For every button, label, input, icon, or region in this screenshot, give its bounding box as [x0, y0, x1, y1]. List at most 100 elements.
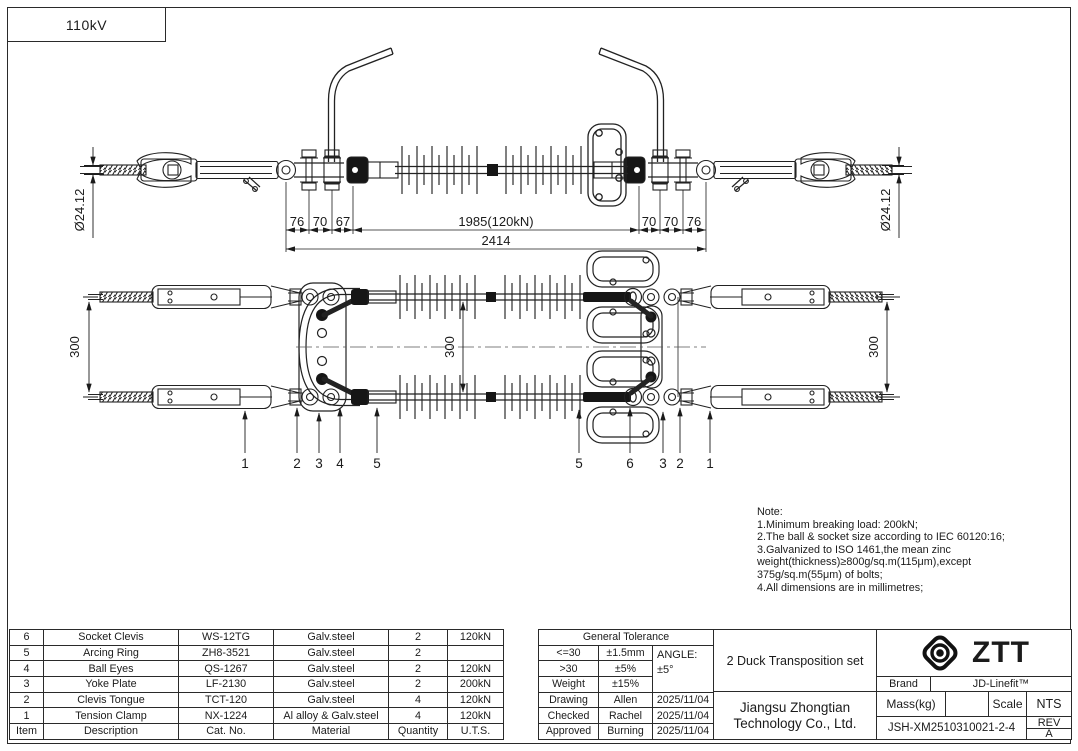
part-description: Yoke Plate — [43, 676, 179, 693]
table-row: 6 Socket Clevis WS-12TG Galv.steel 2 120… — [9, 629, 504, 646]
balloon-6-right: 6 — [626, 456, 634, 471]
tolerance-title: General Tolerance — [538, 629, 714, 646]
part-description: Tension Clamp — [43, 707, 179, 725]
table-row: 5 Arcing Ring ZH8-3521 Galv.steel 2 — [9, 644, 504, 662]
notes-block: Note: 1.Minimum breaking load: 200kN; 2.… — [757, 506, 1017, 594]
tol-value: ±5% — [598, 660, 653, 678]
col-uts: U.T.S. — [447, 723, 504, 740]
signoff-name: Burning — [598, 723, 653, 740]
col-description: Description — [43, 723, 179, 740]
ztt-logo-icon — [922, 635, 958, 671]
note-line: Note: — [757, 506, 783, 518]
dim-70-right2: 70 — [664, 214, 678, 229]
signoff-name: Rachel — [598, 707, 653, 725]
part-quantity: 2 — [388, 644, 448, 662]
part-item: 6 — [9, 629, 44, 646]
rev-value: A — [1026, 728, 1072, 740]
mass-label: Mass(kg) — [876, 691, 946, 717]
part-description: Socket Clevis — [43, 629, 179, 646]
signoff-date: 2025/11/04 — [652, 723, 714, 740]
plan-view: 300 300 300 1 2 3 4 5 5 6 3 — [67, 250, 900, 471]
part-catno: QS-1267 — [178, 660, 274, 678]
voltage-box: 110kV — [7, 7, 166, 42]
note-line: 375g/sq.m(55μm) of bolts; — [757, 568, 883, 581]
part-quantity: 2 — [388, 660, 448, 678]
tol-range: >30 — [538, 660, 599, 678]
part-item: 4 — [9, 660, 44, 678]
part-uts — [447, 644, 504, 662]
dim-67-left: 67 — [336, 214, 350, 229]
dim-span-main: 1985(120kN) — [458, 214, 533, 229]
balloon-3-right: 3 — [659, 456, 667, 471]
balloon-5-left: 5 — [373, 456, 381, 471]
col-material: Material — [273, 723, 389, 740]
tol-range: Weight — [538, 676, 599, 693]
signoff-date: 2025/11/04 — [652, 691, 714, 709]
part-uts: 120kN — [447, 691, 504, 709]
drawing-number: JSH-XM2510310021-2-4 — [876, 716, 1027, 740]
logo-text: ZTT — [972, 636, 1030, 669]
part-material: Al alloy & Galv.steel — [273, 707, 389, 725]
part-catno: WS-12TG — [178, 629, 274, 646]
company-logo: ZTT — [876, 629, 1072, 677]
part-item: 5 — [9, 644, 44, 662]
parts-table: 6 Socket Clevis WS-12TG Galv.steel 2 120… — [9, 629, 504, 740]
signoff-role: Approved — [538, 723, 599, 740]
company-line1: Jiangsu Zhongtian — [739, 699, 851, 715]
part-catno: ZH8-3521 — [178, 644, 274, 662]
tol-value: ±1.5mm — [598, 644, 653, 662]
part-quantity: 4 — [388, 707, 448, 725]
dim-dia-right: Ø24.12 — [878, 189, 893, 232]
scale-value: NTS — [1026, 691, 1072, 717]
part-catno: LF-2130 — [178, 676, 274, 693]
signoff-role: Drawing — [538, 691, 599, 709]
part-quantity: 2 — [388, 629, 448, 646]
dim-spacing-right: 300 — [866, 336, 881, 358]
tol-angle-cell: ANGLE: ±5° — [652, 644, 714, 693]
company-name: Jiangsu Zhongtian Technology Co., Ltd. — [713, 691, 877, 740]
brand-value: JD-Linefit™ — [930, 676, 1072, 692]
signoff-date: 2025/11/04 — [652, 707, 714, 725]
dim-76-left: 76 — [290, 214, 304, 229]
sheet-border — [7, 7, 1071, 744]
part-description: Clevis Tongue — [43, 691, 179, 709]
dim-spacing-mid: 300 — [442, 336, 457, 358]
signoff-role: Checked — [538, 707, 599, 725]
note-line: 1.Minimum breaking load: 200kN; — [757, 518, 918, 531]
dim-70-right1: 70 — [642, 214, 656, 229]
part-uts: 120kN — [447, 629, 504, 646]
balloon-2-left: 2 — [293, 456, 301, 471]
col-quantity: Quantity — [388, 723, 448, 740]
table-row: 1 Tension Clamp NX-1224 Al alloy & Galv.… — [9, 707, 504, 725]
dim-total: 2414 — [482, 233, 511, 248]
dim-spacing-left: 300 — [67, 336, 82, 358]
note-line: 2.The ball & socket size according to IE… — [757, 531, 1005, 544]
balloon-4-left: 4 — [336, 456, 344, 471]
balloon-5-right: 5 — [575, 456, 583, 471]
voltage-label: 110kV — [65, 16, 108, 33]
part-description: Arcing Ring — [43, 644, 179, 662]
part-item: 1 — [9, 707, 44, 725]
tol-range: <=30 — [538, 644, 599, 662]
parts-header-row: Item Description Cat. No. Material Quant… — [9, 723, 504, 740]
dim-dia-left: Ø24.12 — [72, 189, 87, 232]
mass-value — [945, 691, 989, 717]
part-item: 2 — [9, 691, 44, 709]
col-catno: Cat. No. — [178, 723, 274, 740]
scale-label: Scale — [988, 691, 1027, 717]
part-catno: NX-1224 — [178, 707, 274, 725]
part-catno: TCT-120 — [178, 691, 274, 709]
dim-76-right: 76 — [687, 214, 701, 229]
part-material: Galv.steel — [273, 629, 389, 646]
brand-label: Brand — [876, 676, 931, 692]
part-quantity: 4 — [388, 691, 448, 709]
part-material: Galv.steel — [273, 691, 389, 709]
tolerance-table: General Tolerance <=30 ±1.5mm ANGLE: ±5°… — [538, 629, 714, 740]
table-row: 4 Ball Eyes QS-1267 Galv.steel 2 120kN — [9, 660, 504, 678]
balloon-1-right: 1 — [706, 456, 714, 471]
note-line: weight(thickness)≥800g/sq.m(115μm),excep… — [757, 556, 972, 569]
top-view: Ø24.12 Ø24.12 — [72, 47, 913, 252]
dim-70-left: 70 — [313, 214, 327, 229]
